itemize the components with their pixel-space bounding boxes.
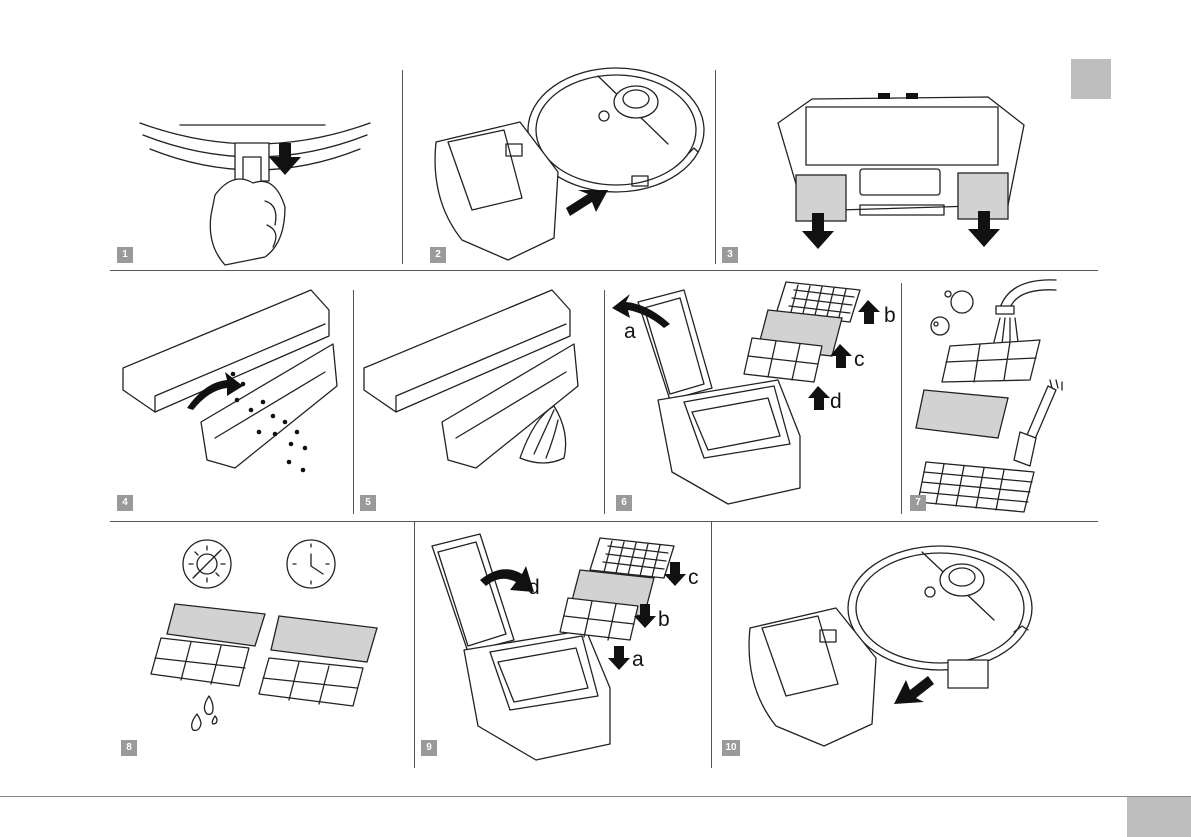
label-c: c	[688, 566, 699, 589]
label-a: a	[632, 648, 644, 671]
label-b: b	[884, 304, 896, 327]
step-9-panel: c b a d 9	[418, 530, 708, 768]
page-corner-tab	[1071, 59, 1111, 99]
step-1-badge: 1	[117, 247, 133, 263]
footer-page-tab	[1127, 797, 1191, 837]
label-a: a	[624, 320, 636, 343]
col-divider	[604, 290, 605, 514]
step-4-panel: 4	[115, 282, 350, 515]
arrow-icon	[894, 676, 934, 704]
bubbles-icon	[931, 291, 973, 335]
step-2-illustration	[408, 70, 713, 265]
step-6-badge: 6	[616, 495, 632, 511]
step-6-illustration: b c d a	[608, 276, 900, 515]
step-1-panel: 1	[115, 75, 400, 265]
step-5-panel: 5	[358, 282, 602, 515]
step-1-illustration	[115, 75, 400, 265]
filter-icon	[916, 340, 1040, 512]
step-4-badge: 4	[117, 495, 133, 511]
step-8-panel: 8	[115, 528, 411, 768]
label-d: d	[528, 576, 540, 599]
brush-icon	[1014, 380, 1062, 466]
step-2-panel: 2	[408, 70, 713, 265]
sun-icon	[183, 540, 231, 588]
step-6-panel: b c d a 6	[608, 276, 900, 515]
filter-icon	[151, 604, 377, 706]
col-divider	[414, 522, 415, 768]
col-divider	[711, 522, 712, 768]
label-d: d	[830, 390, 842, 413]
row-divider-2	[110, 521, 1098, 522]
step-2-badge: 2	[430, 247, 446, 263]
step-7-illustration	[906, 276, 1088, 515]
row-divider-1	[110, 270, 1098, 271]
water-drops-icon	[192, 696, 217, 730]
step-9-illustration: c b a d	[418, 530, 708, 768]
step-5-badge: 5	[360, 495, 376, 511]
label-b: b	[658, 608, 670, 631]
step-10-badge: 10	[722, 740, 740, 756]
dust-bin-icon	[778, 93, 1024, 221]
step-10-illustration	[716, 528, 1056, 768]
col-divider	[402, 70, 403, 264]
col-divider	[715, 70, 716, 264]
step-3-badge: 3	[722, 247, 738, 263]
step-7-badge: 7	[910, 495, 926, 511]
label-c: c	[854, 348, 865, 371]
step-5-illustration	[358, 282, 602, 515]
faucet-icon	[994, 280, 1056, 344]
step-3-illustration	[720, 75, 1060, 265]
step-4-illustration	[115, 282, 350, 515]
col-divider	[901, 283, 902, 514]
step-10-panel: 10	[716, 528, 1056, 768]
step-8-illustration	[115, 528, 411, 768]
col-divider	[353, 290, 354, 514]
arrow-down-icon	[269, 143, 301, 175]
clock-icon	[287, 540, 335, 588]
step-3-panel: 3	[720, 75, 1060, 265]
step-7-panel: 7	[906, 276, 1088, 515]
step-8-badge: 8	[121, 740, 137, 756]
footer-rule	[0, 796, 1191, 797]
arrow-icon	[566, 190, 608, 216]
dust-bin-icon	[432, 534, 610, 760]
filter-icon	[560, 538, 674, 640]
step-9-badge: 9	[421, 740, 437, 756]
